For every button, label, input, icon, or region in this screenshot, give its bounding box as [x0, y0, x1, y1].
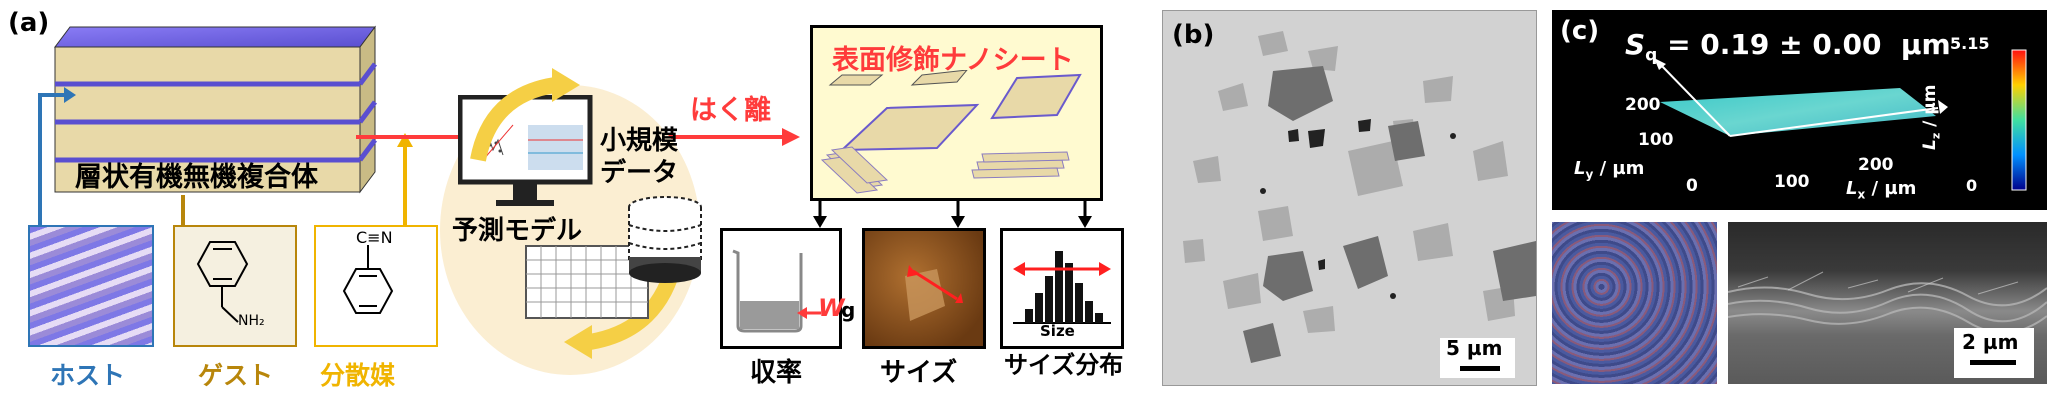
tem-scale-bar-label: 5 µm — [1446, 336, 1503, 360]
model-label: 予測モデル — [452, 216, 583, 246]
colorbar-label: Lz / µm — [1920, 84, 1942, 150]
y-axis-label: Ly / µm — [1574, 158, 1644, 182]
small-data-line1: 小規模 — [600, 126, 679, 156]
nanosheet-label: 表面修飾ナノシート — [832, 45, 1074, 76]
beaker-icon — [732, 249, 821, 333]
yield-label: 収率 — [750, 358, 803, 388]
dispersant-cn-label: C≡N — [356, 228, 393, 247]
composite-label: 層状有機無機複合体 — [75, 162, 318, 193]
y-axis-unit: / µm — [1593, 158, 1645, 179]
benzylamine-structure-icon — [196, 241, 249, 323]
sq-sub: q — [1645, 45, 1658, 66]
optical-microscope-image — [1552, 222, 1717, 384]
y-tick-0: 0 — [1686, 176, 1698, 196]
size-distribution-box — [1000, 228, 1124, 349]
yield-mass-w: W — [818, 294, 845, 322]
tem-flakes — [1183, 31, 1536, 363]
small-data-line2: データ — [600, 158, 679, 188]
panel-a-letter: (a) — [8, 8, 50, 38]
dispersant-molecule-box — [314, 225, 438, 347]
y-axis-sub: y — [1585, 167, 1594, 182]
x-tick-100: 100 — [1774, 172, 1810, 192]
guest-molecule-box — [173, 225, 297, 347]
host-image — [28, 225, 154, 347]
sem-scale-bar-label: 2 µm — [1962, 330, 2019, 354]
guest-nh2-label: NH₂ — [238, 313, 265, 329]
tem-scale-bar-bg — [1440, 338, 1515, 378]
distribution-label: サイズ分布 — [1004, 351, 1124, 379]
histogram-caption: Size — [1040, 322, 1075, 340]
data-grid-icon — [525, 245, 649, 319]
colorbar-max: 5.15 — [1950, 34, 1990, 53]
y-axis-symbol: L — [1574, 158, 1586, 179]
colorbar-unit: / µm — [1920, 84, 1940, 133]
database-icon — [628, 196, 702, 283]
tem-image — [1162, 10, 1537, 386]
guest-label: ゲスト — [198, 361, 274, 390]
colorbar-min: 0 — [1966, 176, 1978, 195]
dispersant-label: 分散媒 — [320, 361, 396, 390]
benzonitrile-structure-icon — [342, 245, 394, 314]
panel-c-letter: (c) — [1560, 16, 1600, 46]
y-tick-100: 100 — [1638, 130, 1674, 150]
colorbar-symbol: L — [1920, 139, 1940, 150]
x-axis-symbol: L — [1846, 178, 1858, 199]
exfoliation-label: はく離 — [690, 95, 771, 126]
layered-composite-block — [54, 25, 377, 194]
surface-3d-plot — [1654, 49, 2027, 191]
y-tick-200: 200 — [1625, 95, 1661, 115]
panel-b-letter: (b) — [1172, 20, 1215, 50]
host-label: ホスト — [50, 361, 126, 390]
sq-number: = 0.19 ± 0.00 µm — [1657, 28, 1951, 61]
monitor-icon — [458, 95, 593, 206]
nanosheet-illustration — [820, 70, 1082, 194]
histogram-icon — [1013, 251, 1111, 324]
x-axis-label: Lx / µm — [1846, 178, 1916, 202]
colorbar-sub: z — [1929, 132, 1943, 140]
sem-scale-bar — [1970, 360, 2016, 365]
yield-box — [720, 228, 842, 349]
x-axis-unit: / µm — [1865, 178, 1917, 199]
size-afm-image — [862, 228, 986, 349]
sq-value: Sq = 0.19 ± 0.00 µm — [1625, 28, 1951, 66]
x-axis-sub: x — [1857, 187, 1866, 202]
sem-scale-bar-bg — [1954, 328, 2034, 378]
sq-symbol: S — [1625, 28, 1646, 61]
yield-mass-g: g — [834, 298, 856, 322]
tem-scale-bar — [1460, 366, 1500, 371]
size-label: サイズ — [880, 358, 958, 388]
x-tick-200: 200 — [1858, 155, 1894, 175]
